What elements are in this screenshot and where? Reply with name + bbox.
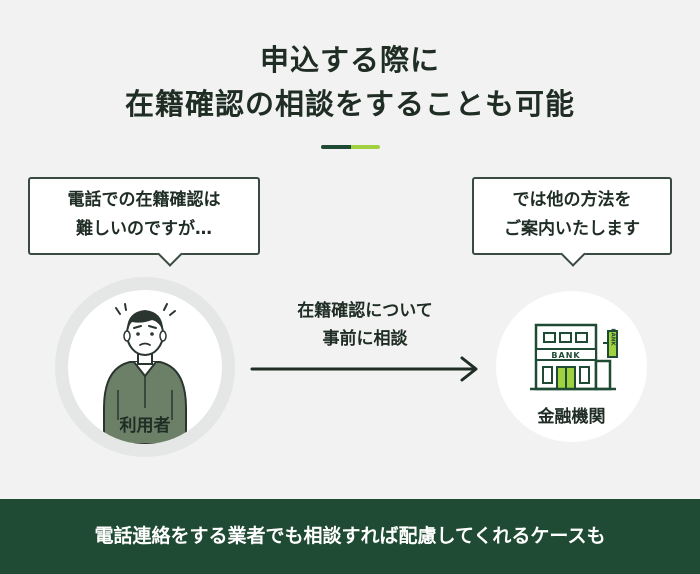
- title-line-1: 申込する際に: [259, 43, 440, 77]
- arrow-label-line-1: 在籍確認について: [297, 301, 433, 321]
- user-circle: [68, 290, 222, 444]
- title-underline: [321, 145, 380, 149]
- bank-label: 金融機関: [537, 407, 606, 427]
- user-bubble-line-2: 難しいのですが…: [76, 219, 212, 239]
- bank-side-sign-text: BANK: [610, 328, 616, 346]
- bubble-tail: [157, 241, 183, 267]
- footer-banner: 電話連絡をする業者でも相談すれば配慮してくれるケースも: [0, 499, 700, 574]
- user-speech-bubble: 電話での在籍確認は 難しいのですが…: [28, 177, 260, 267]
- right-arrow-icon: [250, 356, 478, 382]
- title-underline-accent: [351, 145, 380, 149]
- bank-bubble-line-1: では他の方法を: [512, 190, 632, 210]
- bank-circle: BANK BANK: [496, 291, 647, 442]
- user-bubble-line-1: 電話での在籍確認は: [67, 190, 221, 210]
- bank-sign-text: BANK: [551, 351, 580, 360]
- title-underline-dark: [321, 145, 351, 149]
- arrow-label-line-2: 事前に相談: [322, 329, 408, 349]
- bank-building-icon: BANK BANK: [530, 323, 618, 391]
- bank-bubble-line-2: ご案内いたします: [504, 219, 640, 239]
- main-title: 申込する際に 在籍確認の相談をすることも可能: [0, 38, 700, 126]
- title-line-2: 在籍確認の相談をすることも可能: [124, 87, 575, 121]
- user-label: 利用者: [119, 416, 171, 436]
- bubble-tail: [560, 241, 586, 267]
- bank-speech-bubble: では他の方法を ご案内いたします: [472, 177, 672, 267]
- worried-person-icon: [103, 303, 187, 444]
- arrow-label: 在籍確認について 事前に相談: [250, 297, 480, 353]
